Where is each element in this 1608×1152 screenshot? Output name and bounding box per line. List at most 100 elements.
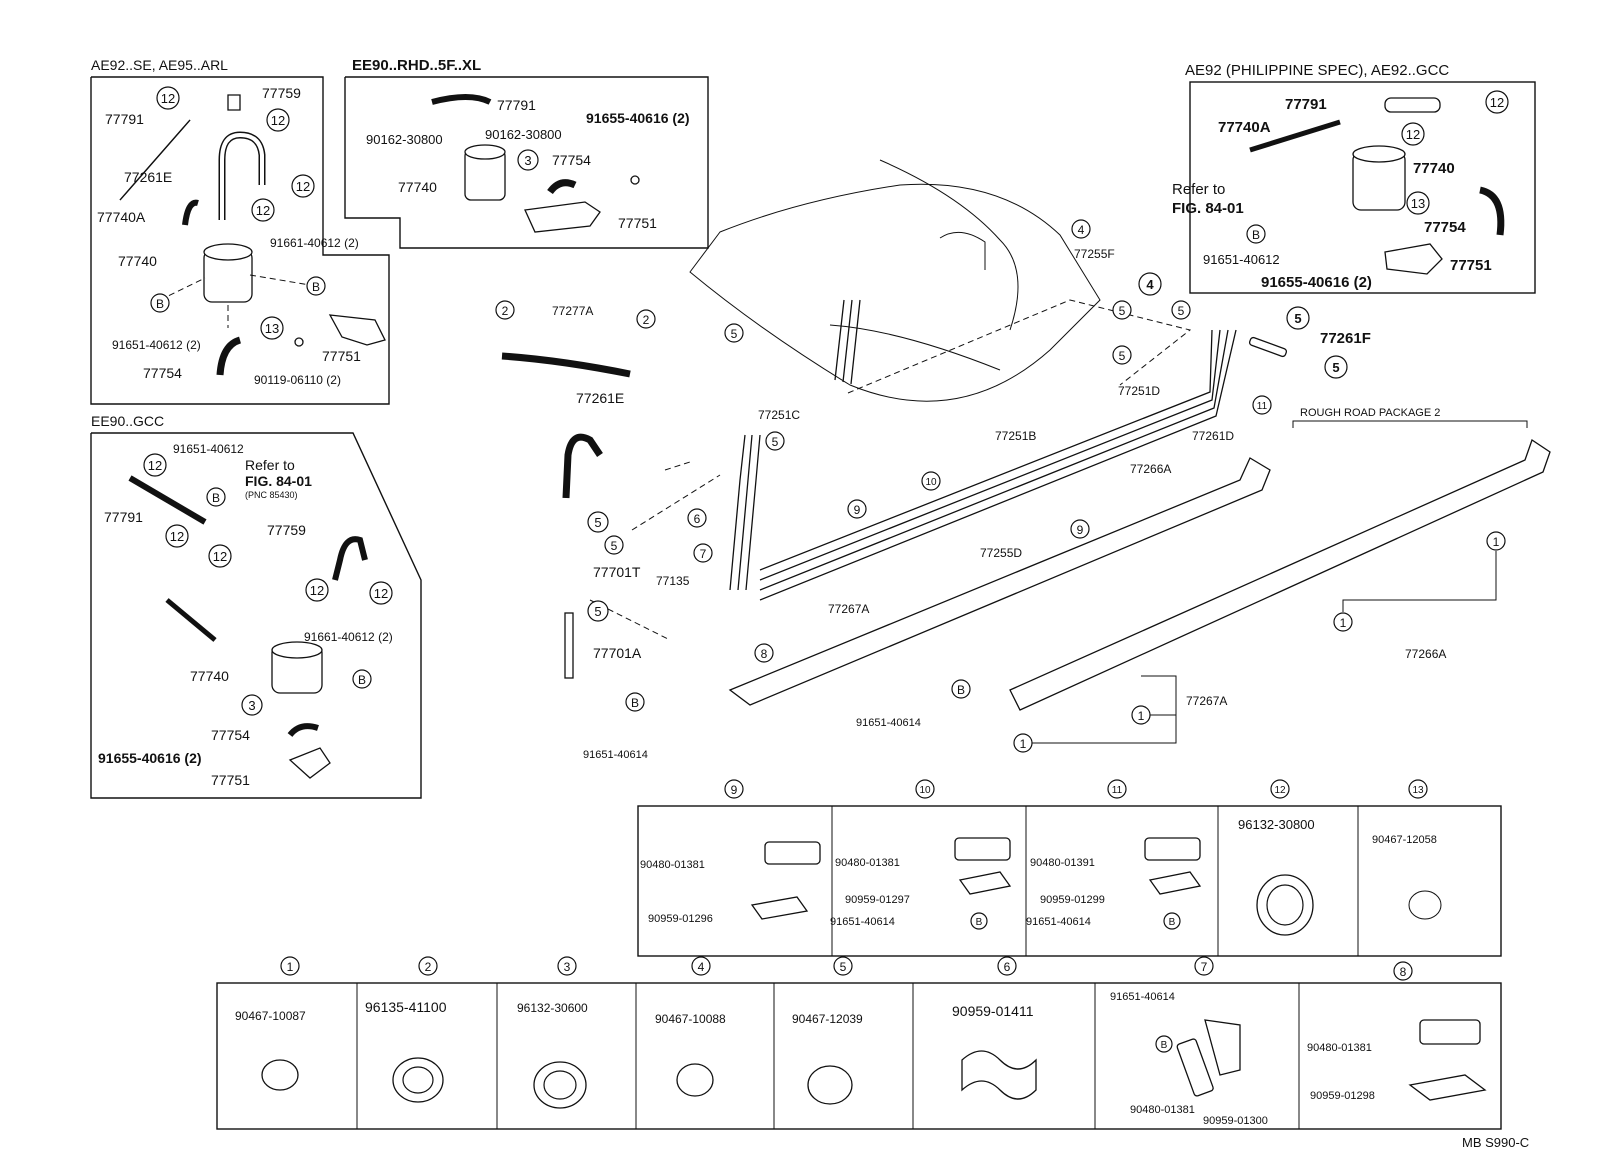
svg-text:1: 1	[1138, 709, 1145, 723]
callout-5: 5	[1324, 355, 1348, 379]
clip-plate	[1148, 871, 1202, 895]
svg-text:5: 5	[594, 604, 601, 619]
hose-clamp	[676, 1063, 714, 1097]
label-77751: 77751	[211, 772, 250, 788]
rough-road-bracket	[1292, 420, 1528, 428]
callout-12: 12	[1401, 122, 1425, 146]
svg-text:B: B	[976, 917, 983, 928]
canister-top	[203, 243, 253, 261]
hose-77791-inner	[119, 119, 191, 201]
clip-block	[954, 837, 1011, 861]
label-91655-40616: 91655-40616 (2)	[1261, 274, 1372, 291]
label-90162-30800: 90162-30800	[366, 132, 443, 147]
label-90162-30800: 90162-30800	[485, 127, 562, 142]
part-number: 90467-10087	[235, 1009, 306, 1023]
callout-10: 10	[921, 471, 941, 491]
label-77740: 77740	[1413, 160, 1455, 177]
hose-clamp-inner	[1266, 884, 1304, 926]
hose-77277a	[501, 352, 631, 378]
label-91661-40612: 91661-40612 (2)	[270, 236, 359, 250]
label-91655-40616: 91655-40616 (2)	[98, 750, 202, 766]
callout-5: 5	[587, 511, 609, 533]
callout-12: 12	[305, 578, 329, 602]
callout-12: 12	[208, 544, 232, 568]
callout-5: 5	[765, 431, 785, 451]
part-number: 96132-30600	[517, 1001, 588, 1015]
label-77751: 77751	[618, 215, 657, 231]
label-91651-40612: 91651-40612	[1203, 252, 1280, 267]
svg-text:9: 9	[854, 503, 861, 517]
svg-text:9: 9	[731, 783, 738, 797]
svg-text:12: 12	[271, 113, 285, 128]
callout-b: B	[951, 679, 971, 699]
inset-ae92-se: AE92..SE, AE95..ARL 77759 77791 77261E 7…	[90, 57, 390, 405]
label-77266a: 77266A	[1130, 462, 1171, 476]
svg-text:2: 2	[502, 304, 509, 318]
svg-text:6: 6	[694, 512, 701, 526]
label-91651-40612: 91651-40612 (2)	[112, 338, 201, 352]
label-77791: 77791	[1285, 96, 1327, 113]
hose-77261e-inner	[220, 132, 264, 220]
hose-77701a	[564, 612, 574, 679]
svg-text:B: B	[312, 280, 320, 294]
callout-6: 6	[687, 508, 707, 528]
part-number: 91651-40614	[830, 916, 895, 928]
callout-12: 12	[143, 453, 167, 477]
part-number: 96132-30800	[1238, 817, 1315, 832]
callout-5: 5	[604, 535, 624, 555]
svg-text:1: 1	[1340, 616, 1347, 630]
svg-text:B: B	[1169, 917, 1176, 928]
svg-text:2: 2	[643, 313, 650, 327]
callout-12: 12	[156, 86, 180, 110]
clip-table-top: 9 90480-01381 90959-01296 10 90480-01381…	[637, 779, 1502, 957]
label-77267a: 77267A	[828, 602, 869, 616]
clip-block	[1419, 1019, 1481, 1045]
clip-plate	[1204, 1019, 1241, 1076]
label-77791: 77791	[497, 97, 536, 113]
callout-5: 5	[1112, 300, 1132, 320]
part-number: 91651-40614	[1026, 916, 1091, 928]
leader-dash	[249, 274, 311, 286]
callout-12: 12	[1485, 90, 1509, 114]
leader	[1032, 715, 1177, 744]
svg-text:3: 3	[564, 960, 571, 974]
hose-77754	[287, 723, 319, 737]
inset-ee90-gcc: EE90..GCC 91651-40612 Refer to FIG. 84-0…	[90, 413, 422, 799]
label-77759: 77759	[267, 522, 306, 538]
inset-title: AE92 (PHILIPPINE SPEC), AE92..GCC	[1185, 62, 1449, 79]
label-fig-84-01: FIG. 84-01	[1172, 200, 1244, 217]
clip	[961, 1050, 1037, 1100]
callout-12: 12	[1270, 779, 1290, 799]
inset-frame	[90, 432, 422, 799]
svg-text:10: 10	[925, 477, 937, 488]
callout-3: 3	[517, 149, 539, 171]
svg-text:5: 5	[731, 327, 738, 341]
svg-text:B: B	[358, 673, 366, 687]
hose-clamp-inner	[543, 1070, 577, 1100]
hose-77754	[547, 179, 577, 195]
callout-5: 5	[1112, 345, 1132, 365]
label-77261e: 77261E	[124, 169, 172, 185]
canister-top	[1352, 145, 1406, 163]
label-91655-40616: 91655-40616 (2)	[586, 110, 690, 126]
svg-text:2: 2	[425, 960, 432, 974]
union-77759	[227, 94, 241, 111]
hose-clamp	[807, 1065, 853, 1105]
label-77791: 77791	[104, 509, 143, 525]
callout-12: 12	[291, 174, 315, 198]
svg-text:B: B	[957, 683, 965, 697]
label-rough-road: ROUGH ROAD PACKAGE 2	[1300, 407, 1440, 419]
table-frame	[216, 982, 1502, 1130]
hose	[165, 598, 217, 642]
callout-13: 13	[1406, 191, 1430, 215]
part-number: 90959-01297	[845, 894, 910, 906]
fuel-lines-front	[729, 434, 761, 591]
callout-9: 9	[724, 779, 744, 799]
callout-1: 1	[1486, 531, 1506, 551]
clip-block	[1176, 1038, 1214, 1097]
clip-plate	[750, 896, 809, 920]
label-77701a: 77701A	[593, 645, 642, 661]
callout-b: B	[1163, 912, 1181, 930]
callout-b: B	[150, 293, 170, 313]
clip-table-bottom: 1 90467-10087 2 96135-41100 3 96132-3060…	[216, 956, 1502, 1130]
